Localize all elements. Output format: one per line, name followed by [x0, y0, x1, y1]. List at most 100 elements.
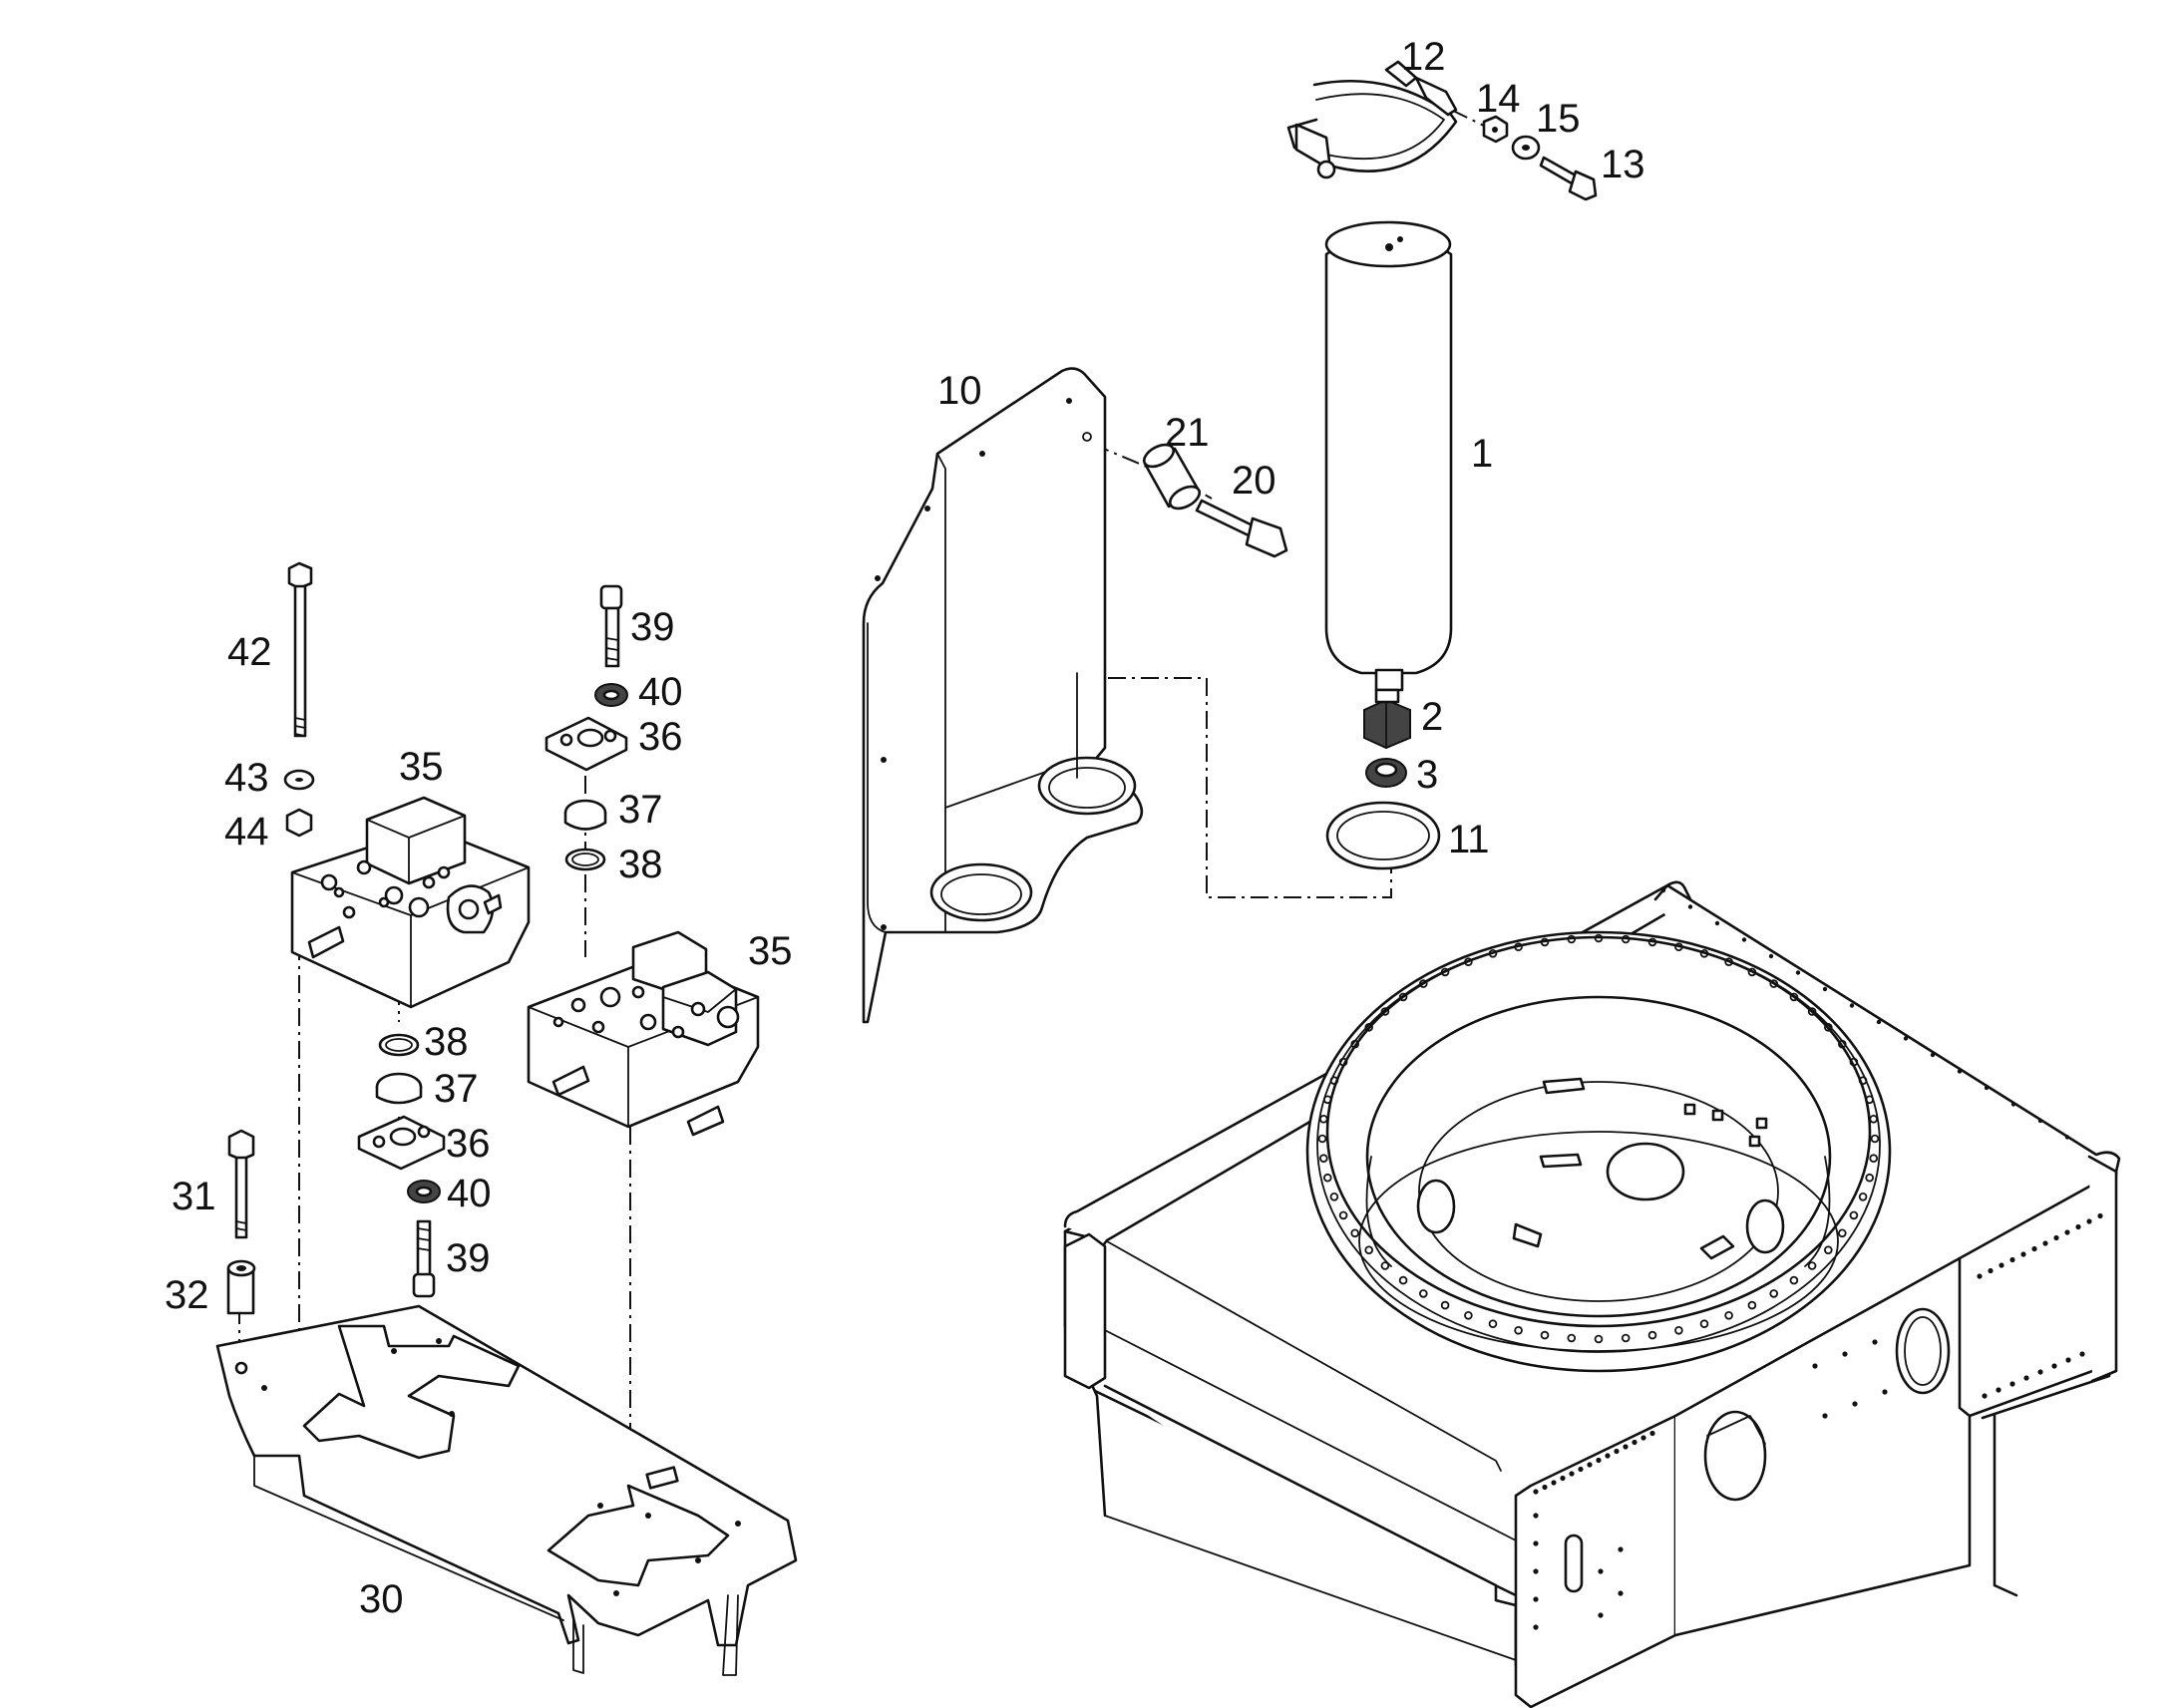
spacer-32: [226, 1259, 256, 1315]
bolt-hole: [1464, 957, 1473, 966]
capscrew-39-bottom: [412, 1219, 436, 1298]
bolt-hole: [690, 1001, 706, 1017]
bolt-hole: [1440, 967, 1450, 977]
bolt-hole: [1560, 1475, 1566, 1482]
bolt-hole: [2023, 1375, 2029, 1381]
bolt-hole: [1865, 1095, 1874, 1105]
washer-40-bottom: [407, 1180, 441, 1203]
ring-bolt-holes: [1317, 933, 1880, 1344]
bolt-hole: [1419, 1289, 1428, 1298]
bolt: [1539, 156, 1598, 201]
bolt-hole: [1660, 887, 1666, 893]
bolt-hole: [1998, 1262, 2004, 1268]
bolt-hole: [1551, 1480, 1557, 1486]
valve-block-left: [290, 796, 531, 1009]
bolt-hole: [1824, 1023, 1833, 1032]
washer-40-top: [594, 683, 628, 707]
bolt-hole: [1488, 1319, 1498, 1328]
bolt-hole: [2064, 1135, 2070, 1140]
long-bolt: [1195, 499, 1288, 558]
callout-12: 12: [1401, 35, 1446, 79]
bolt-hole: [1329, 1193, 1339, 1201]
bolt-hole: [1903, 1036, 1909, 1041]
bolt-hole: [1769, 979, 1778, 988]
callout-42: 42: [227, 630, 272, 674]
bolt-hole: [1614, 1448, 1620, 1455]
callout-35-left: 35: [399, 745, 444, 789]
bolt-hole: [1869, 1154, 1878, 1163]
bolt-hole: [1849, 1057, 1859, 1067]
bolt-hole: [570, 997, 586, 1013]
bolt-hole: [1587, 1462, 1593, 1468]
bolt-hole: [2042, 1240, 2048, 1246]
bolt-hole: [1930, 1052, 1936, 1058]
bolt-hole: [1533, 1624, 1539, 1630]
bolt-hole: [1533, 1596, 1539, 1602]
bolt-hole: [1747, 1300, 1757, 1310]
bolt-hole: [1419, 979, 1428, 988]
bolt-hole: [1364, 1245, 1373, 1254]
washer-43: [283, 769, 315, 791]
nut-44: [285, 808, 313, 838]
bolt-hole: [1674, 942, 1683, 951]
bolt-hole: [2097, 1212, 2103, 1219]
bolt-hole: [1618, 1546, 1624, 1552]
bolt-hole: [2053, 1234, 2059, 1241]
bolt-hole: [1533, 1489, 1539, 1495]
bolt-hole: [1578, 1466, 1584, 1473]
bolt-hole: [1795, 970, 1801, 975]
callout-38-bottom: 38: [424, 1020, 469, 1064]
callout-3: 3: [1416, 753, 1438, 797]
superstructure-frame: [1063, 880, 2121, 1708]
bolt-hole: [1865, 1173, 1874, 1183]
bolt-hole: [1323, 1095, 1332, 1105]
bolt-hole: [1621, 1333, 1631, 1343]
base-plate: [215, 1304, 798, 1676]
bolt-hole: [1647, 937, 1657, 947]
adapter-37-top: [563, 799, 607, 831]
bolt-hole: [1605, 1453, 1611, 1459]
bolt-hole: [2086, 1218, 2092, 1224]
callout-15: 15: [1536, 97, 1581, 141]
callout-40-bottom: 40: [447, 1172, 492, 1215]
bolt-hole: [1870, 1134, 1880, 1144]
callout-32: 32: [165, 1273, 209, 1317]
bolt-hole: [2051, 1363, 2057, 1369]
bolt-hole: [1822, 1413, 1828, 1419]
nut: [1482, 115, 1509, 144]
callout-labels: 1 2 3 10 11 12 13 14 15 20 21 30 31 32 3…: [165, 35, 1645, 1621]
bolt-hole: [1398, 992, 1408, 1002]
bolt-hole: [1350, 1228, 1359, 1238]
valve-right-ports: [552, 985, 706, 1039]
bolt-hole: [1533, 1568, 1539, 1574]
bolt-hole: [671, 1025, 685, 1039]
bolt-hole: [1533, 1540, 1539, 1546]
bolt-hole: [1567, 1333, 1577, 1343]
bolt-hole: [1598, 1568, 1604, 1574]
bolt-hole: [422, 875, 436, 889]
bolt-hole: [1724, 1311, 1733, 1320]
bolt-hole: [437, 865, 451, 879]
bolt-hole: [1699, 948, 1709, 958]
bolt-hole: [1567, 934, 1577, 944]
callout-39-bottom: 39: [446, 1236, 491, 1280]
bolt-hole: [1812, 1363, 1818, 1369]
bolt-hole: [1598, 1612, 1604, 1618]
bolt-hole: [1838, 1039, 1847, 1049]
bolt-hole: [1768, 953, 1774, 959]
support-ring: [1325, 801, 1441, 870]
bolt-hole: [1838, 1228, 1847, 1238]
flange-36-bottom: [357, 1115, 446, 1171]
bolt-hole: [1849, 1210, 1859, 1220]
bolt-hole: [1594, 1334, 1604, 1344]
bolt-hole: [1364, 1023, 1373, 1032]
bolt-hole: [1699, 1319, 1709, 1328]
bolt-hole: [1858, 1193, 1868, 1201]
bolt-hole: [1380, 1261, 1390, 1270]
bolt-hole: [2075, 1223, 2081, 1230]
bolt-hole: [1807, 1007, 1817, 1016]
bolt-hole: [1594, 933, 1604, 943]
bolt-hole: [1984, 1085, 1990, 1091]
callout-44: 44: [224, 810, 269, 854]
bolt-hole: [1882, 1389, 1888, 1395]
